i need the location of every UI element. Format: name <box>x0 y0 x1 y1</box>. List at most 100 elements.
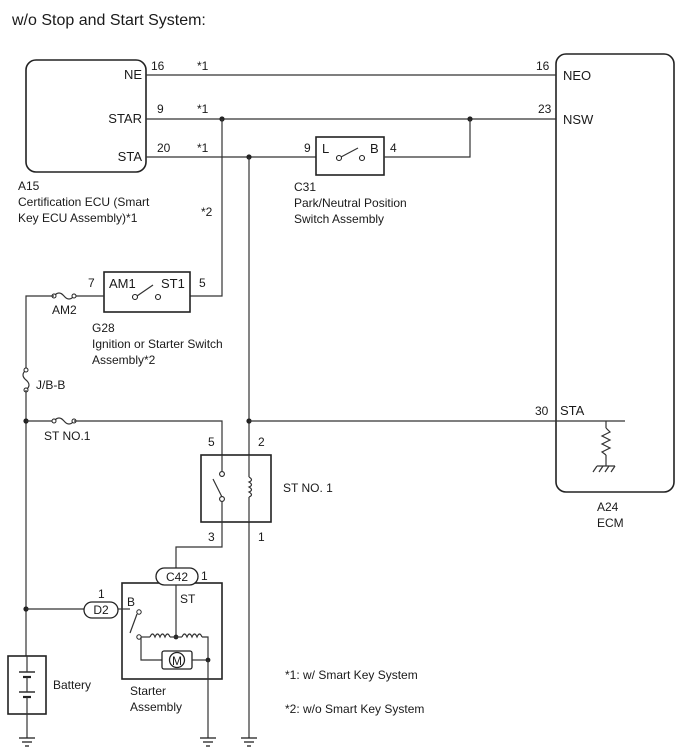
relay-pin-5: 5 <box>208 435 215 449</box>
connector-d2-pin: 1 <box>98 587 105 601</box>
relay-pin-3: 3 <box>208 530 215 544</box>
relay-contact-bottom <box>219 496 225 502</box>
starter-motor-label: M <box>172 654 182 668</box>
ecm-name: ECM <box>597 516 624 530</box>
note-ign-wire: *2 <box>201 205 213 219</box>
starter-coil-left <box>149 633 171 639</box>
relay-pin-1: 1 <box>258 530 265 544</box>
cert-ecu-terminal-sta: STA <box>118 149 143 164</box>
ecm-ground-hatch-1 <box>592 465 598 473</box>
wire-stno1-relay-5 <box>74 420 223 455</box>
ign-name-line1: Ignition or Starter Switch <box>92 337 223 351</box>
pnp-pin-9: 9 <box>304 141 311 155</box>
ign-label-am1: AM1 <box>109 276 136 291</box>
ecm-terminal-sta: STA <box>560 403 585 418</box>
cert-ecu-name-line2: Key ECU Assembly)*1 <box>18 211 138 225</box>
certification-ecu-box <box>25 59 147 173</box>
wire-left-bus-top <box>25 295 54 370</box>
pnp-contact-right <box>358 154 366 162</box>
wire-pnp-nsw <box>384 119 471 158</box>
connector-c42-label: C42 <box>166 570 188 584</box>
ecm-box <box>555 53 675 493</box>
ecm-terminal-neo: NEO <box>563 68 591 83</box>
pin-nsw-23: 23 <box>538 102 552 116</box>
fuse-stno1-label: ST NO.1 <box>44 429 91 443</box>
ecm-ground-hatch-3 <box>604 465 610 473</box>
ign-name-line2: Assembly*2 <box>92 353 156 367</box>
ground-icon-battery <box>19 737 35 747</box>
wire-star-ign <box>190 119 223 297</box>
fuse-stno1-symbol <box>53 417 75 425</box>
starter-lead-right <box>202 636 209 660</box>
note-sta: *1 <box>197 141 209 155</box>
ign-code: G28 <box>92 321 115 335</box>
pnp-label-l: L <box>322 141 329 156</box>
starter-name-line1: Starter <box>130 684 166 698</box>
ground-icon-relay <box>241 737 257 747</box>
ecm-resistor-symbol <box>600 427 612 456</box>
pin-star-9: 9 <box>157 102 164 116</box>
connector-c42 <box>155 567 199 586</box>
cert-ecu-terminal-ne: NE <box>124 67 142 82</box>
starter-motor-lead-left <box>140 637 162 661</box>
ign-label-st1: ST1 <box>161 276 185 291</box>
ecm-terminal-nsw: NSW <box>563 112 594 127</box>
note-no-smart-key: *2: w/o Smart Key System <box>285 702 424 716</box>
cert-ecu-name-line1: Certification ECU (Smart <box>18 195 150 209</box>
pnp-pin-4: 4 <box>390 141 397 155</box>
fuse-am2-label: AM2 <box>52 303 77 317</box>
ecm-ground-hatch-2 <box>598 465 604 473</box>
cert-ecu-terminal-star: STAR <box>108 111 142 126</box>
ign-pin-5: 5 <box>199 276 206 290</box>
pnp-contact-left <box>335 154 343 162</box>
ign-switch-blade <box>136 284 154 297</box>
pnp-switch-box <box>315 136 385 176</box>
relay-name: ST NO. 1 <box>283 481 333 495</box>
battery-label: Battery <box>53 678 91 692</box>
pin-neo-16: 16 <box>536 59 550 73</box>
starter-coil-right <box>181 633 203 639</box>
connector-d2 <box>83 601 119 619</box>
pnp-code: C31 <box>294 180 316 194</box>
relay-switch-blade <box>212 478 223 498</box>
starter-label-b: B <box>127 595 135 609</box>
fuse-jb-symbol <box>22 369 30 391</box>
note-ne: *1 <box>197 59 209 73</box>
pnp-label-b: B <box>370 141 379 156</box>
ecm-ground-hatch-4 <box>610 465 616 473</box>
starter-motor-icon <box>168 651 186 669</box>
ign-pin-7: 7 <box>88 276 95 290</box>
ign-contact-left <box>131 293 139 301</box>
fuse-stno1-end-left <box>51 418 57 424</box>
note-star: *1 <box>197 102 209 116</box>
diagram-title: w/o Stop and Start System: <box>11 12 206 29</box>
fuse-jb-end-top <box>23 367 29 373</box>
pin-ne-16: 16 <box>151 59 165 73</box>
fuse-am2-symbol <box>53 292 75 300</box>
st-no1-relay-box <box>200 454 272 523</box>
ign-contact-right <box>154 293 162 301</box>
ground-icon-starter <box>200 737 216 747</box>
fuse-am2-end-right <box>71 293 77 299</box>
ecm-pin-30: 30 <box>535 404 549 418</box>
starter-contact-top <box>136 609 142 615</box>
cert-ecu-code: A15 <box>18 179 40 193</box>
note-smart-key: *1: w/ Smart Key System <box>285 668 418 682</box>
relay-contact-top <box>219 471 225 477</box>
ignition-switch-box <box>103 271 191 313</box>
wire-relay-c42 <box>175 522 223 568</box>
ecm-code: A24 <box>597 500 619 514</box>
relay-pin-2: 2 <box>258 435 265 449</box>
connector-c42-pin: 1 <box>201 569 208 583</box>
pnp-name-line1: Park/Neutral Position <box>294 196 407 210</box>
relay-coil-symbol <box>247 476 253 498</box>
pin-sta-20: 20 <box>157 141 171 155</box>
starter-label-st: ST <box>180 592 196 606</box>
starter-name-line2: Assembly <box>130 700 182 714</box>
pnp-name-line2: Switch Assembly <box>294 212 384 226</box>
pnp-switch-blade <box>340 147 359 158</box>
connector-d2-label: D2 <box>93 603 109 617</box>
fuse-jb-label: J/B-B <box>36 378 65 392</box>
starter-switch-blade <box>129 613 138 634</box>
